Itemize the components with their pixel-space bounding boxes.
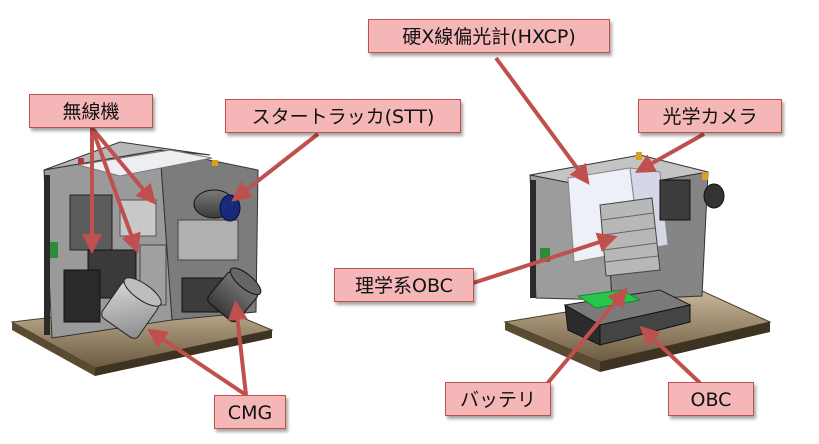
label-optical-camera: 光学カメラ (638, 99, 782, 133)
left-satellite-model (10, 141, 274, 376)
label-battery: バッテリ (445, 382, 551, 416)
callout-arrows (82, 56, 705, 397)
label-musenki: 無線機 (29, 94, 153, 128)
label-cmg: CMG (214, 395, 286, 429)
label-obc: OBC (668, 382, 754, 416)
label-star-tracker: スタートラッカ(STT) (225, 99, 461, 133)
right-satellite-model (503, 152, 772, 372)
label-science-obc: 理学系OBC (334, 268, 474, 302)
label-hxcp: 硬X線偏光計(HXCP) (368, 19, 610, 53)
